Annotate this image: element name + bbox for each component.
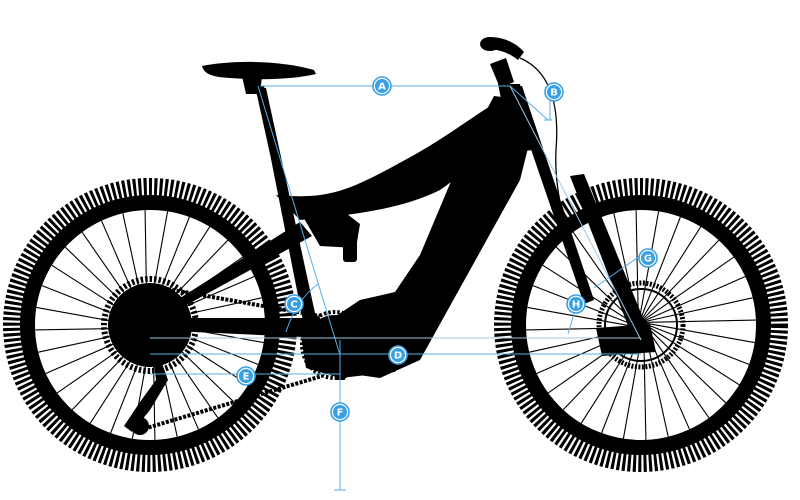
marker-b-label: B bbox=[550, 88, 558, 99]
spoke bbox=[645, 275, 746, 321]
crank-arm bbox=[332, 340, 345, 380]
marker-f: F bbox=[330, 402, 350, 422]
frame bbox=[150, 84, 534, 378]
marker-f-label: F bbox=[337, 408, 344, 419]
grip bbox=[480, 37, 500, 51]
fork-lower bbox=[570, 174, 648, 336]
marker-d: D bbox=[388, 345, 408, 365]
marker-g: G bbox=[638, 248, 658, 268]
spoke bbox=[647, 327, 727, 404]
motor-housing bbox=[300, 322, 410, 378]
marker-f-core bbox=[333, 405, 347, 419]
marker-g-label: G bbox=[644, 254, 652, 265]
marker-e-label: E bbox=[243, 372, 250, 383]
head-tube-length-line bbox=[509, 85, 549, 121]
seat-stay bbox=[150, 222, 312, 325]
spoke bbox=[635, 210, 639, 319]
seatpost bbox=[255, 86, 278, 154]
marker-d-core bbox=[391, 348, 405, 362]
chain-top bbox=[149, 284, 321, 318]
stem bbox=[490, 58, 514, 88]
spoke bbox=[641, 226, 702, 319]
top-tube bbox=[276, 96, 522, 220]
crank bbox=[332, 340, 345, 380]
spoke bbox=[646, 297, 753, 322]
marker-a: A bbox=[372, 76, 392, 96]
chain-stay bbox=[150, 318, 325, 338]
marker-e-core bbox=[239, 369, 253, 383]
front-tire bbox=[511, 195, 771, 455]
front-brake-rotor bbox=[596, 280, 686, 370]
marker-g-core bbox=[641, 251, 655, 265]
head-tube-angle-arc bbox=[593, 255, 641, 289]
spoke bbox=[646, 328, 710, 419]
head-tube bbox=[498, 84, 534, 152]
marker-b: B bbox=[544, 82, 564, 102]
marker-c: C bbox=[284, 294, 304, 314]
front-brake-rotor-inner bbox=[604, 288, 678, 362]
spoke bbox=[647, 325, 740, 386]
chain-bottom bbox=[139, 374, 323, 432]
marker-h: H bbox=[566, 294, 586, 314]
down-tube bbox=[320, 96, 532, 378]
spoke bbox=[644, 256, 735, 320]
spoke bbox=[647, 319, 756, 323]
head-tube-axis bbox=[509, 85, 642, 341]
marker-c-core bbox=[287, 297, 301, 311]
brake-cable bbox=[519, 57, 585, 273]
marker-a-label: A bbox=[378, 82, 386, 93]
saddle-assembly bbox=[202, 61, 316, 154]
spoke bbox=[640, 216, 681, 319]
spoke bbox=[647, 323, 755, 344]
marker-e: E bbox=[236, 366, 256, 386]
marker-a-core bbox=[375, 79, 389, 93]
rear-derailleur bbox=[124, 330, 168, 432]
derailleur-pulley bbox=[131, 417, 149, 435]
cockpit bbox=[480, 37, 585, 273]
marker-h-label: H bbox=[572, 300, 580, 311]
marker-d-label: D bbox=[394, 351, 402, 362]
brake-caliper bbox=[596, 324, 656, 356]
spoke bbox=[527, 306, 635, 327]
seat-tube-axis bbox=[257, 85, 341, 356]
front-rim bbox=[522, 206, 760, 444]
spoke bbox=[647, 324, 750, 365]
marker-h-core bbox=[569, 297, 583, 311]
marker-c-label: C bbox=[290, 300, 297, 311]
marker-b-core bbox=[547, 85, 561, 99]
shock-reservoir bbox=[343, 230, 357, 262]
spoke bbox=[643, 239, 720, 319]
front-tire-tread bbox=[494, 178, 788, 472]
saddle bbox=[202, 61, 316, 80]
